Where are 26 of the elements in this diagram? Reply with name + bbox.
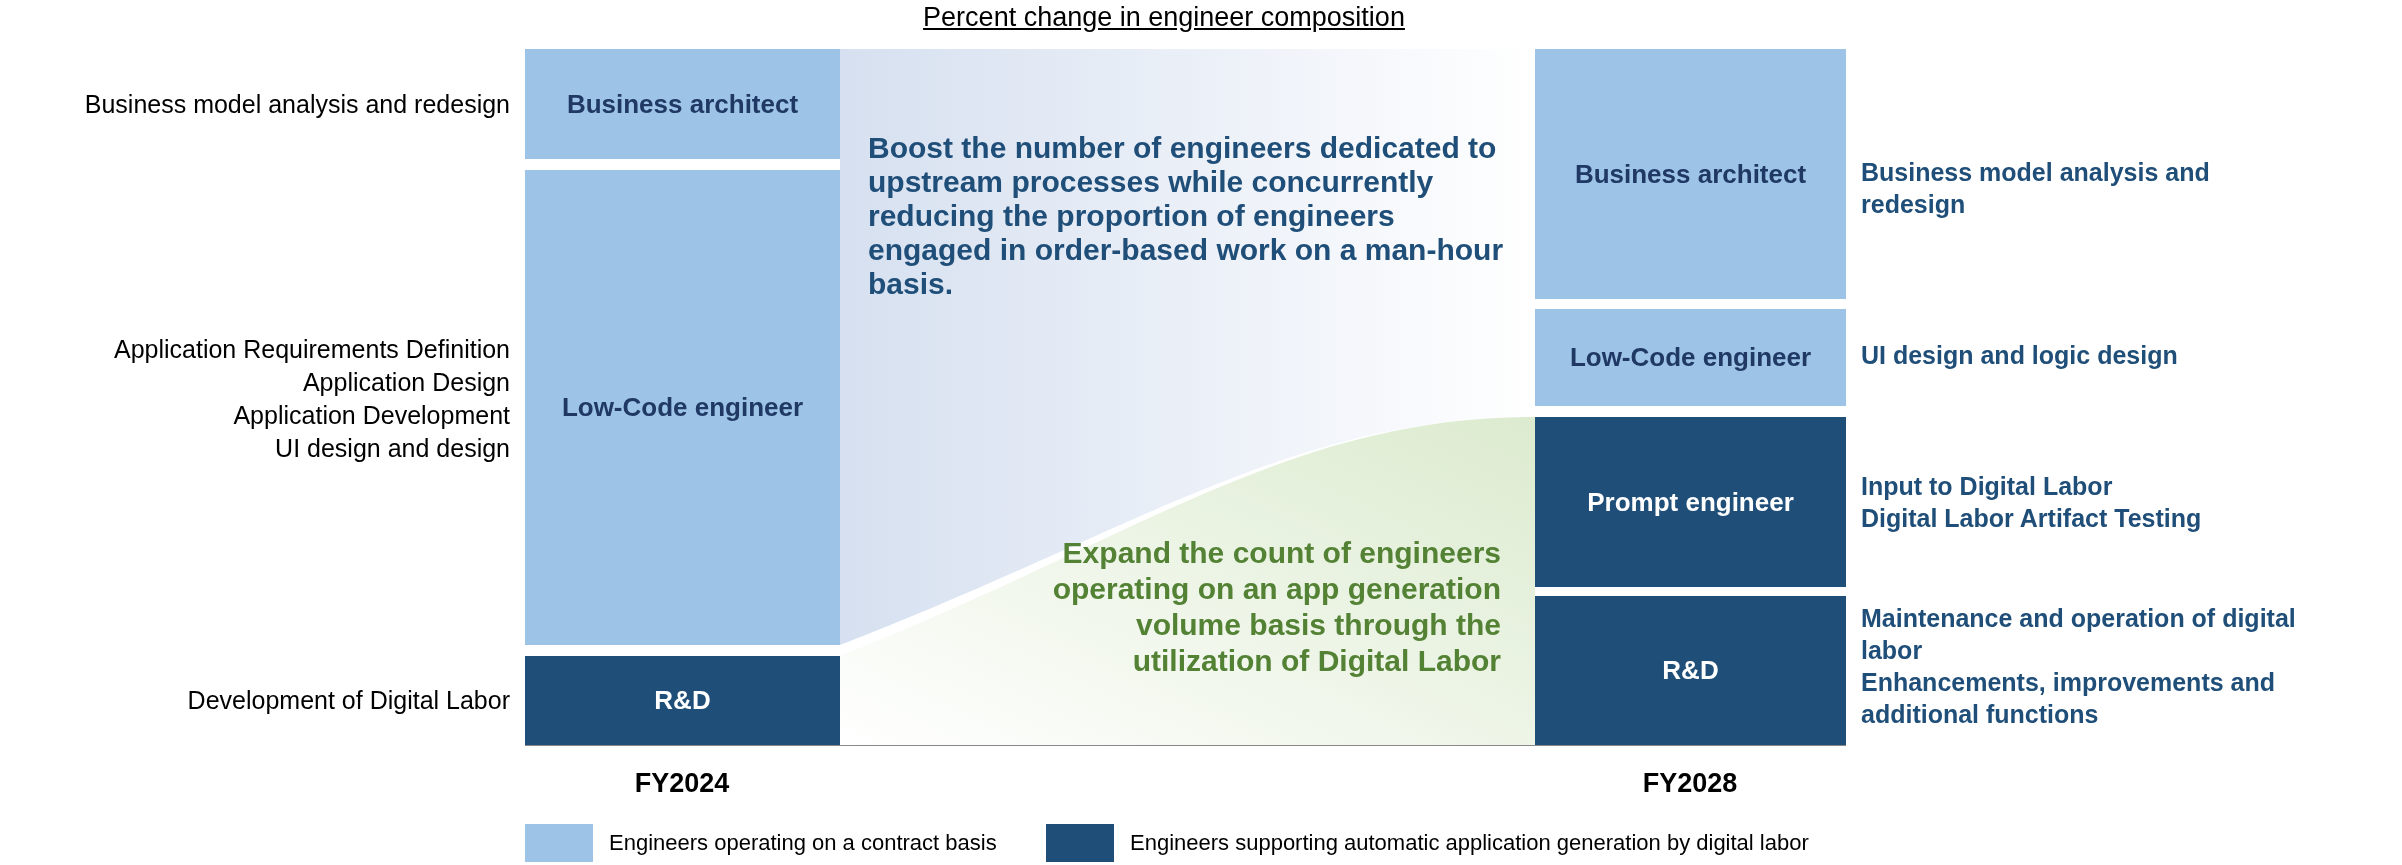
annotation-text: Digital Labor Artifact Testing xyxy=(1861,503,2203,534)
role-box: Prompt engineer xyxy=(1535,417,1846,587)
annotation-text: Application Development xyxy=(233,400,510,431)
legend-text: Engineers operating on a contract basis xyxy=(609,830,997,856)
year-label: FY2024 xyxy=(633,768,731,799)
annotation-text: Business model analysis and redesign xyxy=(84,89,510,120)
chart-title: Percent change in engineer composition xyxy=(922,2,1406,33)
annotation-text: Application Design xyxy=(302,367,510,398)
annotation-text: Enhancements, improvements and additional functions xyxy=(1861,667,2276,730)
role-box: Business architect xyxy=(525,49,840,159)
callout-text: Expand the count of engineers operating on an app generation volume basis through the utilization of Digital Labor xyxy=(1051,535,1501,679)
role-box: Business architect xyxy=(1535,49,1846,299)
legend-text: Engineers supporting automatic application generation by digital labor xyxy=(1130,830,1809,856)
role-box: Low-Code engineer xyxy=(1535,309,1846,406)
annotation-text: Maintenance and operation of digital labor xyxy=(1861,603,2297,666)
year-label: FY2028 xyxy=(1641,768,1739,799)
annotation-text: Input to Digital Labor xyxy=(1861,471,2114,502)
annotation-text: Business model analysis and redesign xyxy=(1861,157,2211,220)
role-box: R&D xyxy=(1535,596,1846,745)
annotation-text: Application Requirements Definition xyxy=(113,334,510,365)
annotation-text: UI design and logic design xyxy=(1861,340,2179,371)
callout-text: Boost the number of engineers dedicated to upstream processes while concurrently reducing the proportion of engineers engaged in order-based work on a man-hour basis. xyxy=(868,131,1505,301)
role-box: Low-Code engineer xyxy=(525,170,840,645)
annotation-text: UI design and design xyxy=(275,433,510,464)
annotation-text: Development of Digital Labor xyxy=(187,685,510,716)
role-box: R&D xyxy=(525,656,840,745)
